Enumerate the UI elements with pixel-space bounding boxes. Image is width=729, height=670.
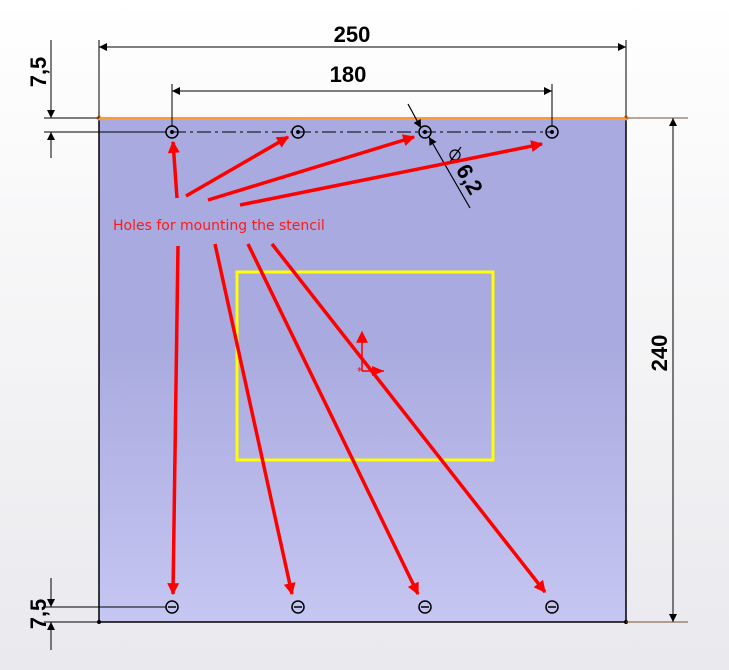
annotation-arrow xyxy=(213,243,296,596)
annotation-arrow xyxy=(239,140,544,207)
annotation-arrow xyxy=(185,135,290,198)
annotation-arrow xyxy=(246,243,420,596)
svg-text:*: * xyxy=(357,365,363,378)
dimension-width-label: 250 xyxy=(334,22,371,47)
dimension-hole-spacing-label: 180 xyxy=(330,62,367,87)
annotation-arrows-bottom xyxy=(167,242,547,596)
annotation-arrow xyxy=(167,245,180,596)
hole-bottom-4 xyxy=(545,600,559,614)
annotation-arrows-top xyxy=(167,134,544,207)
dimension-bottom-offset-label: 7,5 xyxy=(26,599,51,630)
dimension-top-offset xyxy=(44,40,166,158)
dimension-height xyxy=(626,117,688,623)
dimension-top-offset-label: 7,5 xyxy=(26,57,51,88)
dimension-height-label: 240 xyxy=(647,335,672,372)
hole-bottom-2 xyxy=(291,600,305,614)
annotation-note: Holes for mounting the stencil xyxy=(113,218,325,234)
annotation-arrow xyxy=(270,242,547,594)
annotation-arrow xyxy=(167,140,180,199)
mounting-holes xyxy=(165,125,559,614)
hole-top-2 xyxy=(291,125,305,139)
hole-bottom-3 xyxy=(418,600,432,614)
dimension-hole-spacing xyxy=(171,84,553,126)
hole-top-3 xyxy=(418,125,432,139)
annotation-arrow xyxy=(207,134,416,202)
dimension-bottom-offset xyxy=(44,578,166,650)
stencil-cutout xyxy=(235,270,495,462)
dimension-width xyxy=(98,40,627,118)
